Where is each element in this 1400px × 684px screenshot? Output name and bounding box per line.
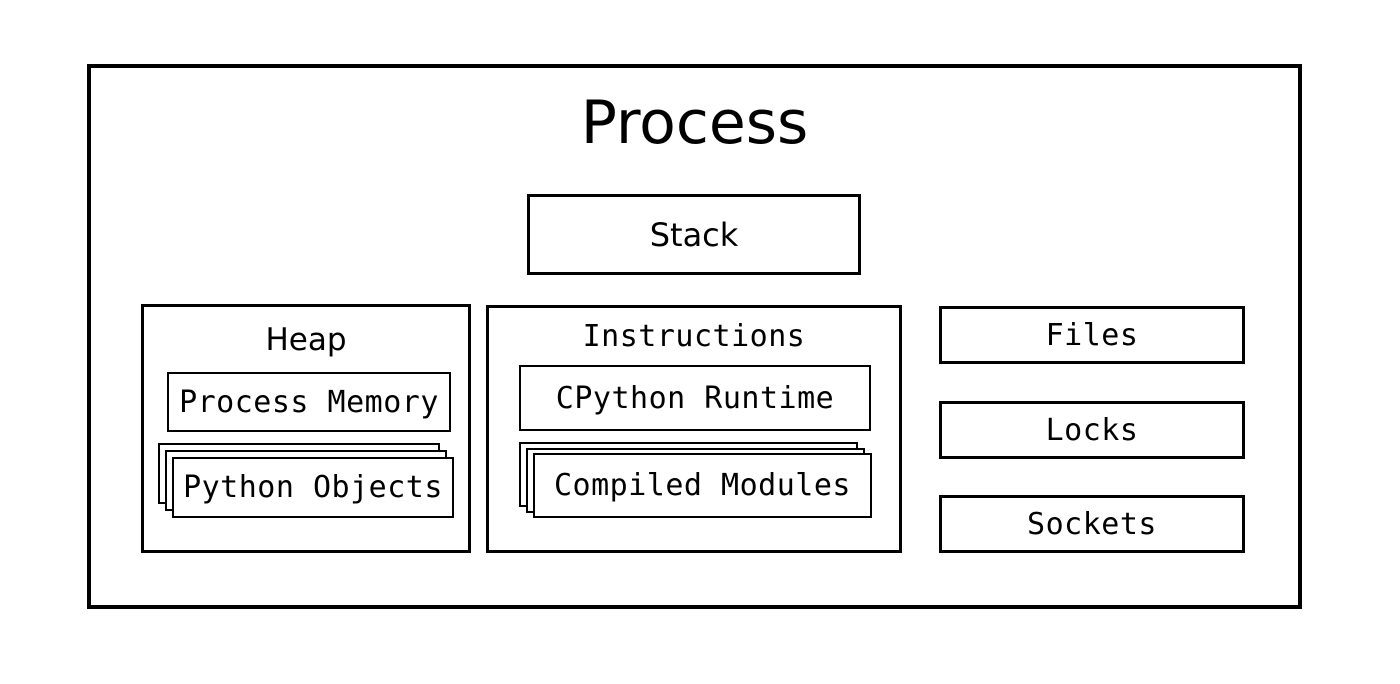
cpython-runtime-label: CPython Runtime xyxy=(555,380,835,416)
heap-box: Heap Process Memory Python Objects xyxy=(141,304,471,553)
stack-box: Stack xyxy=(527,194,861,275)
files-label: Files xyxy=(1045,317,1139,353)
compiled-modules-box: Compiled Modules xyxy=(533,453,872,518)
sockets-label: Sockets xyxy=(1027,506,1157,542)
locks-label: Locks xyxy=(1045,412,1139,448)
sockets-box: Sockets xyxy=(939,495,1245,553)
process-memory-box: Process Memory xyxy=(167,372,451,432)
heap-title: Heap xyxy=(265,321,347,358)
python-objects-box: Python Objects xyxy=(172,457,454,518)
process-title: Process xyxy=(580,88,809,158)
process-memory-label: Process Memory xyxy=(179,384,439,420)
cpython-runtime-box: CPython Runtime xyxy=(519,365,871,431)
instructions-box: Instructions CPython Runtime Compiled Mo… xyxy=(486,305,902,553)
stack-label: Stack xyxy=(649,215,739,254)
python-objects-label: Python Objects xyxy=(183,470,443,505)
compiled-modules-label: Compiled Modules xyxy=(554,468,851,503)
locks-box: Locks xyxy=(939,401,1245,459)
process-box: Process Stack Heap Process Memory Python… xyxy=(87,64,1302,609)
files-box: Files xyxy=(939,306,1245,364)
instructions-title: Instructions xyxy=(582,319,806,354)
